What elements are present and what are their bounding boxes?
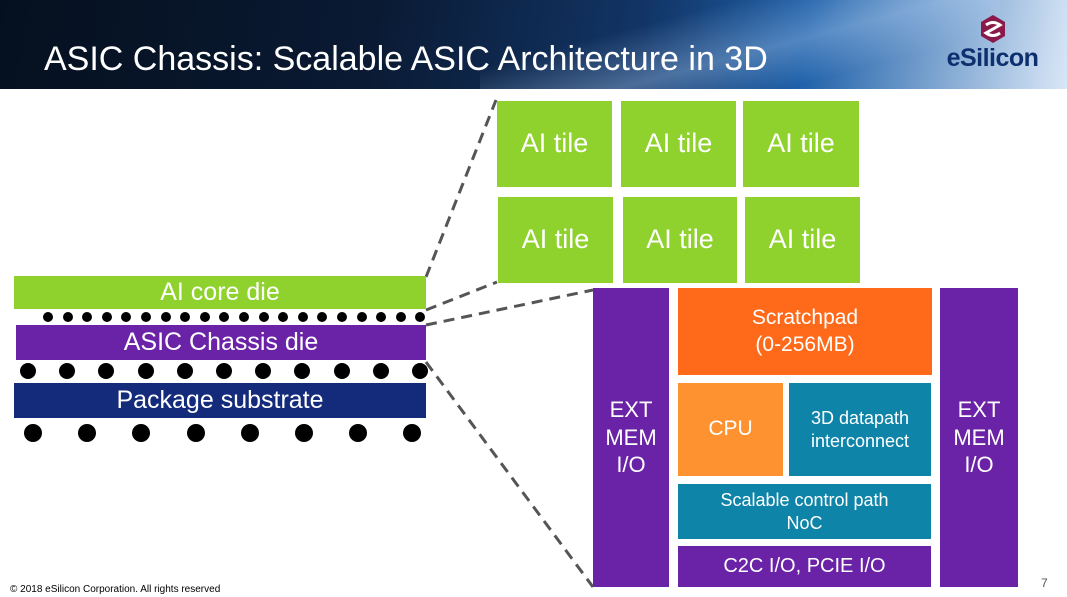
bump bbox=[372, 363, 389, 379]
copyright-footer: © 2018 eSilicon Corporation. All rights … bbox=[10, 584, 221, 595]
ext-mem-io-right: EXT MEM I/O bbox=[940, 288, 1018, 587]
micro-bump bbox=[219, 312, 230, 322]
connector-line-core bbox=[425, 280, 498, 312]
solder-ball bbox=[349, 424, 368, 442]
ai-tile: AI tile bbox=[497, 101, 612, 187]
bump bbox=[98, 363, 115, 379]
ext-mem-io-left: EXT MEM I/O bbox=[593, 288, 669, 587]
package-substrate-layer: Package substrate bbox=[14, 383, 426, 418]
ai-core-die-layer: AI core die bbox=[14, 276, 426, 309]
scratchpad-block: Scratchpad (0-256MB) bbox=[678, 288, 932, 375]
solder-ball-row bbox=[14, 422, 426, 444]
ai-tile: AI tile bbox=[621, 101, 736, 187]
micro-bump bbox=[278, 312, 289, 322]
logo-mark-icon bbox=[981, 15, 1005, 43]
bump bbox=[137, 363, 154, 379]
slide-title: ASIC Chassis: Scalable ASIC Architecture… bbox=[44, 40, 768, 78]
bump bbox=[294, 363, 311, 379]
datapath-interconnect-block: 3D datapath interconnect bbox=[789, 383, 931, 476]
c2c-pcie-io-block: C2C I/O, PCIE I/O bbox=[678, 546, 931, 587]
package-substrate-label: Package substrate bbox=[116, 386, 324, 414]
solder-ball bbox=[78, 424, 97, 442]
esilicon-logo: eSilicon bbox=[930, 10, 1055, 80]
banner-light-streak bbox=[480, 0, 1000, 89]
micro-bump bbox=[82, 312, 93, 322]
micro-bump bbox=[376, 312, 387, 322]
micro-bump bbox=[395, 312, 406, 322]
connector-line-chassis-bottom bbox=[424, 361, 595, 588]
bump bbox=[255, 363, 272, 379]
micro-bump bbox=[180, 312, 191, 322]
bump bbox=[59, 363, 76, 379]
micro-bump-row bbox=[14, 310, 426, 324]
solder-ball bbox=[132, 424, 151, 442]
ai-tile: AI tile bbox=[623, 197, 737, 283]
solder-ball bbox=[186, 424, 205, 442]
bump bbox=[20, 363, 36, 379]
title-banner: ASIC Chassis: Scalable ASIC Architecture… bbox=[0, 0, 1067, 89]
solder-ball bbox=[403, 424, 422, 442]
micro-bump bbox=[317, 312, 328, 322]
micro-bump bbox=[160, 312, 171, 322]
cpu-block: CPU bbox=[678, 383, 783, 476]
micro-bump bbox=[43, 312, 53, 322]
micro-bump bbox=[141, 312, 151, 322]
micro-bump bbox=[337, 312, 347, 322]
micro-bump bbox=[62, 312, 73, 322]
ai-tile: AI tile bbox=[743, 101, 859, 187]
logo-text: eSilicon bbox=[946, 44, 1039, 72]
bump bbox=[216, 363, 232, 379]
connector-line-chassis-top bbox=[425, 288, 594, 327]
asic-chassis-die-layer: ASIC Chassis die bbox=[16, 325, 426, 360]
micro-bump bbox=[297, 312, 308, 322]
bump bbox=[333, 363, 350, 379]
micro-bump bbox=[121, 312, 132, 322]
micro-bump bbox=[199, 312, 210, 322]
micro-bump bbox=[258, 312, 269, 322]
connector-line-top bbox=[424, 99, 498, 278]
ai-tile: AI tile bbox=[498, 197, 613, 283]
ai-core-die-label: AI core die bbox=[160, 278, 280, 306]
bump bbox=[412, 363, 428, 379]
control-path-noc-block: Scalable control path NoC bbox=[678, 484, 931, 539]
micro-bump bbox=[239, 312, 249, 322]
page-number: 7 bbox=[1041, 576, 1048, 590]
micro-bump bbox=[415, 312, 426, 322]
bump-row bbox=[14, 361, 428, 381]
solder-ball bbox=[240, 424, 259, 442]
asic-chassis-die-label: ASIC Chassis die bbox=[123, 328, 319, 356]
micro-bump bbox=[356, 312, 367, 322]
ai-tile: AI tile bbox=[745, 197, 860, 283]
bump bbox=[176, 363, 193, 379]
solder-ball bbox=[24, 424, 42, 442]
micro-bump bbox=[101, 312, 112, 322]
solder-ball bbox=[295, 424, 313, 442]
